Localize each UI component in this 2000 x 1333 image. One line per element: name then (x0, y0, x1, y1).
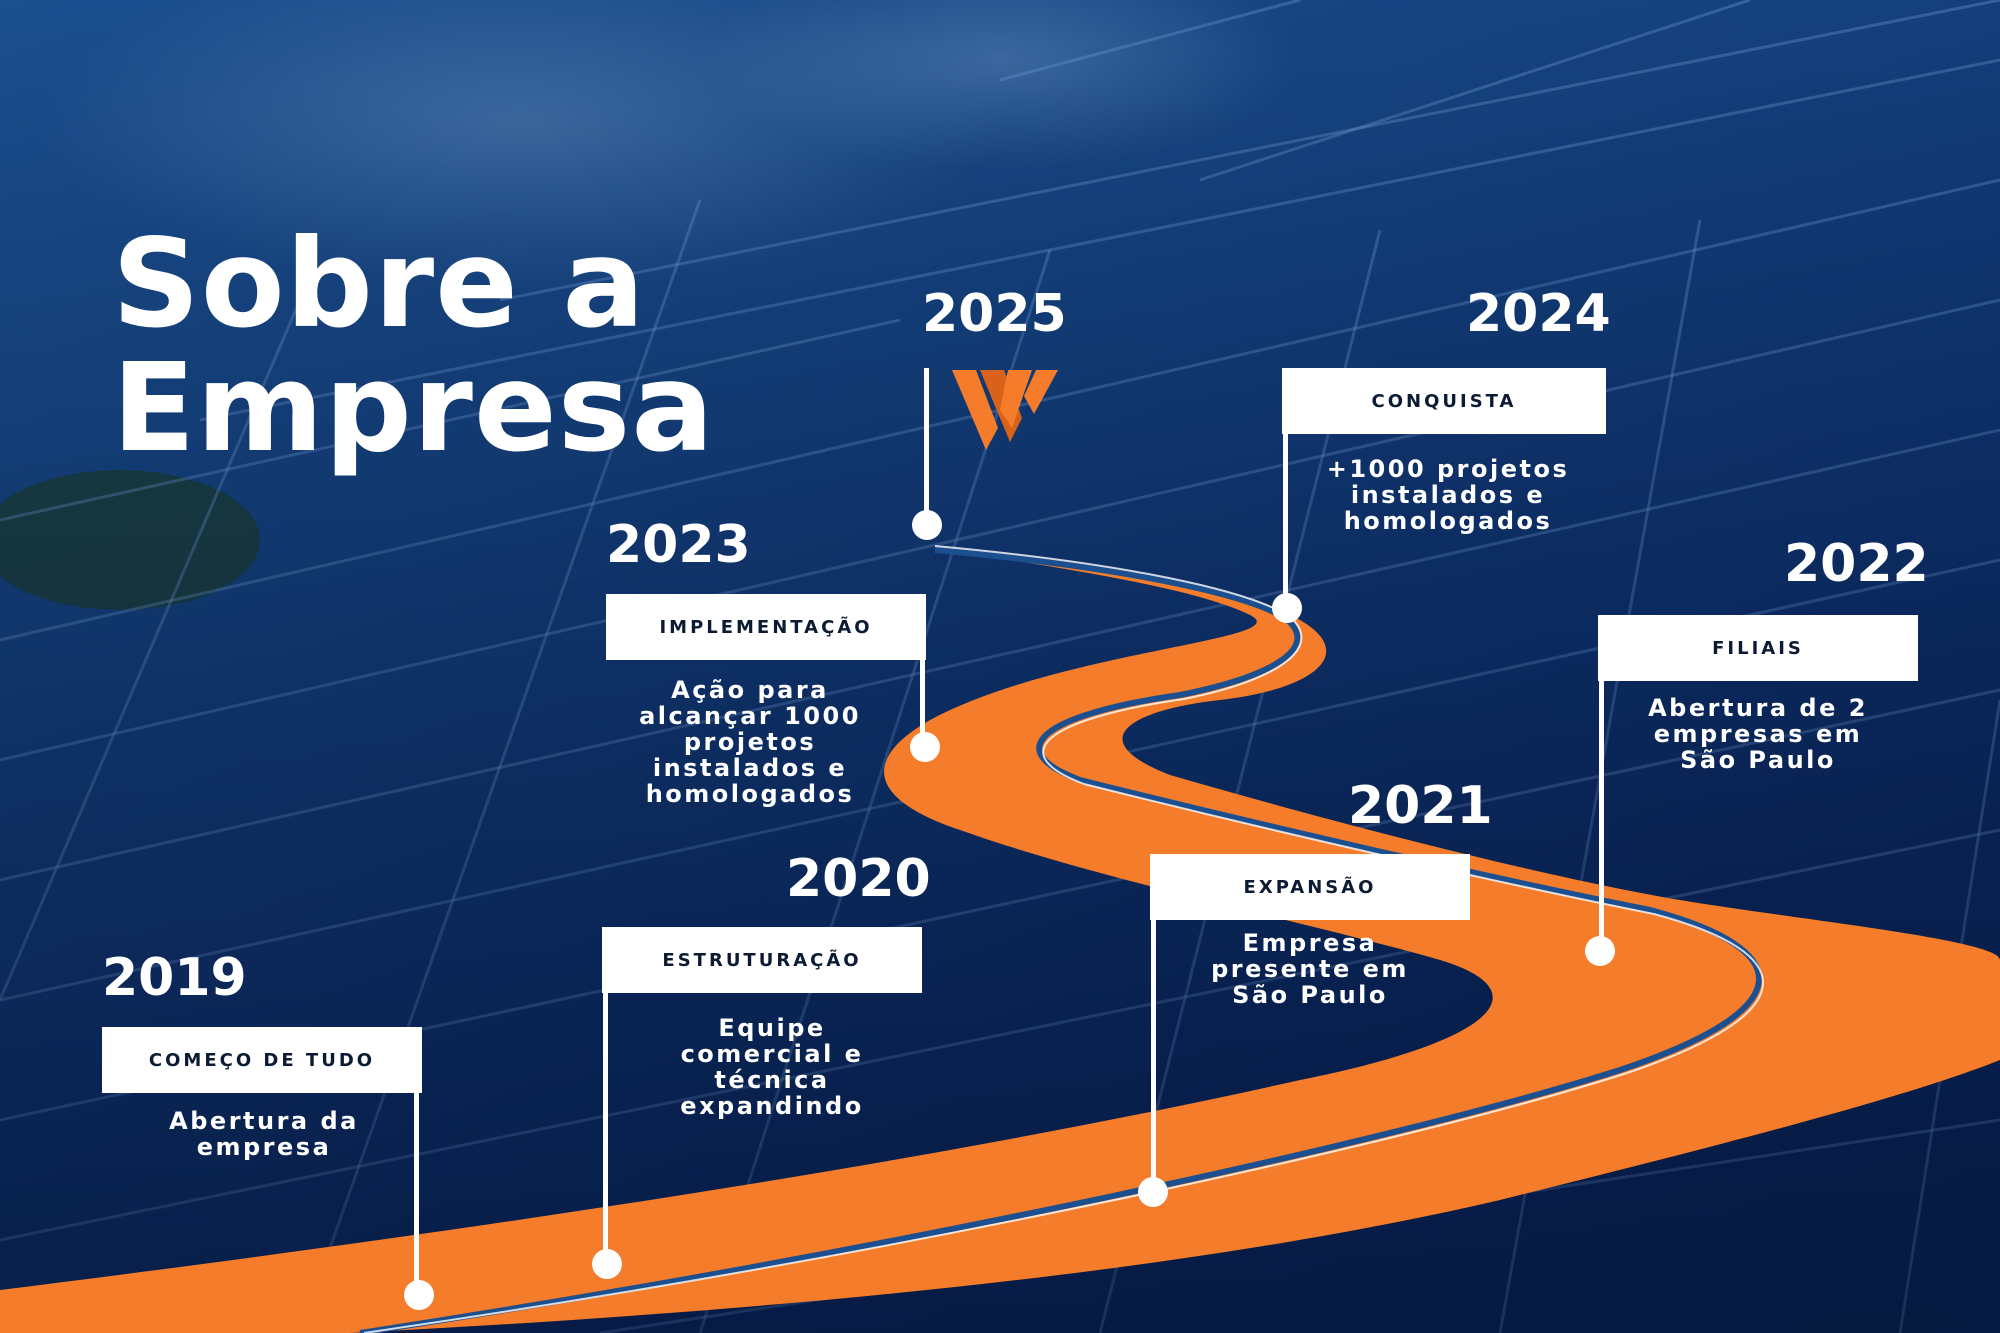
milestone-label-2023: IMPLEMENTAÇÃO (606, 594, 926, 660)
milestone-marker-2019 (404, 1280, 434, 1310)
milestone-label-2021: EXPANSÃO (1150, 854, 1470, 920)
milestone-label-2024: CONQUISTA (1282, 368, 1606, 434)
page-title: Sobre a Empresa (112, 222, 715, 470)
year-2023: 2023 (606, 515, 751, 575)
milestone-label-2019: COMEÇO DE TUDO (102, 1027, 422, 1093)
milestone-label-2022: FILIAIS (1598, 615, 1918, 681)
milestone-description-2020: Equipe comercial e técnica expandindo (680, 1014, 864, 1120)
milestone-pole-2023 (920, 594, 925, 744)
milestone-marker-2020 (592, 1249, 622, 1279)
milestone-description-2022: Abertura de 2 empresas em São Paulo (1648, 694, 1868, 774)
milestone-marker-2021 (1138, 1177, 1168, 1207)
milestone-description-2019: Abertura da empresa (169, 1107, 359, 1161)
year-2021: 2021 (1348, 776, 1493, 836)
milestone-marker-2024 (1272, 593, 1302, 623)
year-2019: 2019 (102, 948, 247, 1008)
milestone-marker-2023 (910, 732, 940, 762)
milestone-pole-2025 (924, 368, 929, 518)
title-line-2: Empresa (112, 337, 715, 479)
title-line-1: Sobre a (112, 213, 646, 355)
company-logo-icon (952, 370, 1058, 450)
orange-road (0, 548, 2000, 1333)
milestone-pole-2022 (1599, 615, 1604, 950)
year-2025: 2025 (922, 284, 1067, 344)
milestone-pole-2024 (1283, 368, 1288, 608)
milestone-label-2020: ESTRUTURAÇÃO (602, 927, 922, 993)
milestone-pole-2021 (1151, 854, 1156, 1190)
milestone-marker-2025 (912, 510, 942, 540)
milestone-marker-2022 (1585, 936, 1615, 966)
milestone-description-2023: Ação para alcançar 1000 projetos instala… (639, 676, 861, 808)
year-2020: 2020 (786, 849, 931, 909)
milestone-description-2021: Empresa presente em São Paulo (1211, 929, 1409, 1009)
milestone-description-2024: +1000 projetos instalados e homologados (1326, 455, 1570, 535)
milestone-pole-2020 (603, 927, 608, 1260)
milestone-pole-2019 (414, 1027, 419, 1295)
year-2022: 2022 (1784, 534, 1929, 594)
year-2024: 2024 (1466, 284, 1611, 344)
